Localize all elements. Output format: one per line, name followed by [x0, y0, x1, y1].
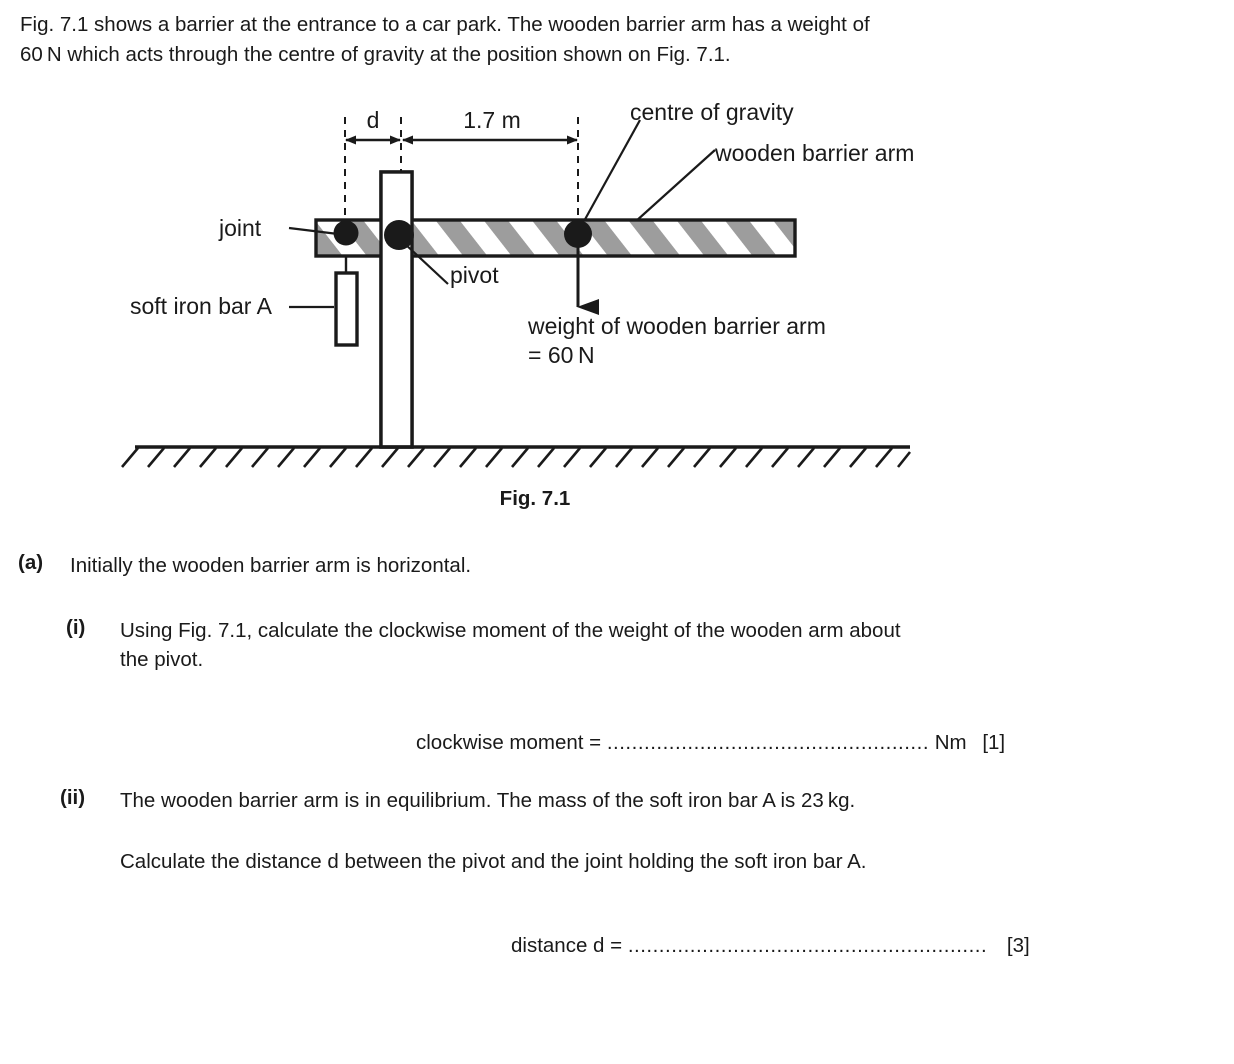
- answer-row-ii: distance d = ...........................…: [511, 934, 1030, 958]
- answer-i-dotted-line[interactable]: ........................................…: [606, 731, 930, 754]
- figure-7-1: d 1.7 m centre of gravity wooden barrier…: [0, 95, 1000, 475]
- barrier-diagram-svg: d 1.7 m centre of gravity wooden barrier…: [121, 99, 914, 468]
- answer-ii-prompt: distance d =: [511, 934, 623, 957]
- label-weight-line1: weight of wooden barrier arm: [527, 313, 826, 339]
- part-a-i-label: (i): [66, 616, 86, 639]
- part-a-i-text-line-2: the pivot.: [120, 648, 204, 671]
- part-a-text: Initially the wooden barrier arm is hori…: [70, 554, 472, 577]
- pivot-dot: [384, 220, 414, 250]
- part-a-label: (a): [18, 551, 44, 574]
- leader-line-wooden-barrier-arm: [634, 149, 716, 223]
- answer-ii-marks: [3]: [1006, 934, 1030, 957]
- intro-line-1: Fig. 7.1 shows a barrier at the entrance…: [20, 13, 870, 36]
- part-a-ii-text-line-2: Calculate the distance d between the piv…: [120, 850, 867, 873]
- ground-hatching: [121, 447, 912, 468]
- barrier-post-front: [379, 170, 414, 449]
- label-joint: joint: [218, 215, 262, 241]
- leader-line-joint: [288, 226, 339, 236]
- question-intro: Fig. 7.1 shows a barrier at the entrance…: [20, 10, 1115, 70]
- intro-line-2: 60 N which acts through the centre of gr…: [20, 43, 731, 66]
- answer-ii-dotted-line[interactable]: ........................................…: [627, 934, 988, 957]
- label-wooden-barrier-arm: wooden barrier arm: [714, 140, 914, 166]
- dimension-label-length: 1.7 m: [463, 107, 521, 133]
- answer-i-prompt: clockwise moment =: [416, 731, 602, 754]
- answer-i-marks: [1]: [982, 731, 1006, 754]
- part-a-ii-label: (ii): [60, 786, 86, 809]
- part-a-ii-text-line-1: The wooden barrier arm is in equilibrium…: [120, 789, 856, 812]
- answer-i-unit: Nm: [934, 731, 967, 754]
- leader-line-centre-of-gravity: [577, 119, 641, 233]
- answer-row-i: clockwise moment = .....................…: [416, 731, 1005, 755]
- leader-line-pivot: [403, 242, 449, 285]
- label-weight-line2: = 60 N: [528, 342, 595, 368]
- figure-caption: Fig. 7.1: [499, 487, 571, 510]
- label-pivot: pivot: [450, 262, 499, 288]
- soft-iron-bar-a: [334, 271, 359, 347]
- label-soft-iron-bar-a: soft iron bar A: [130, 293, 273, 319]
- label-centre-of-gravity: centre of gravity: [630, 99, 794, 125]
- joint-dot: [333, 220, 359, 246]
- dimension-extension-lines: [344, 117, 579, 223]
- part-a-i-text-line-1: Using Fig. 7.1, calculate the clockwise …: [120, 619, 901, 642]
- dimension-label-d: d: [367, 107, 380, 133]
